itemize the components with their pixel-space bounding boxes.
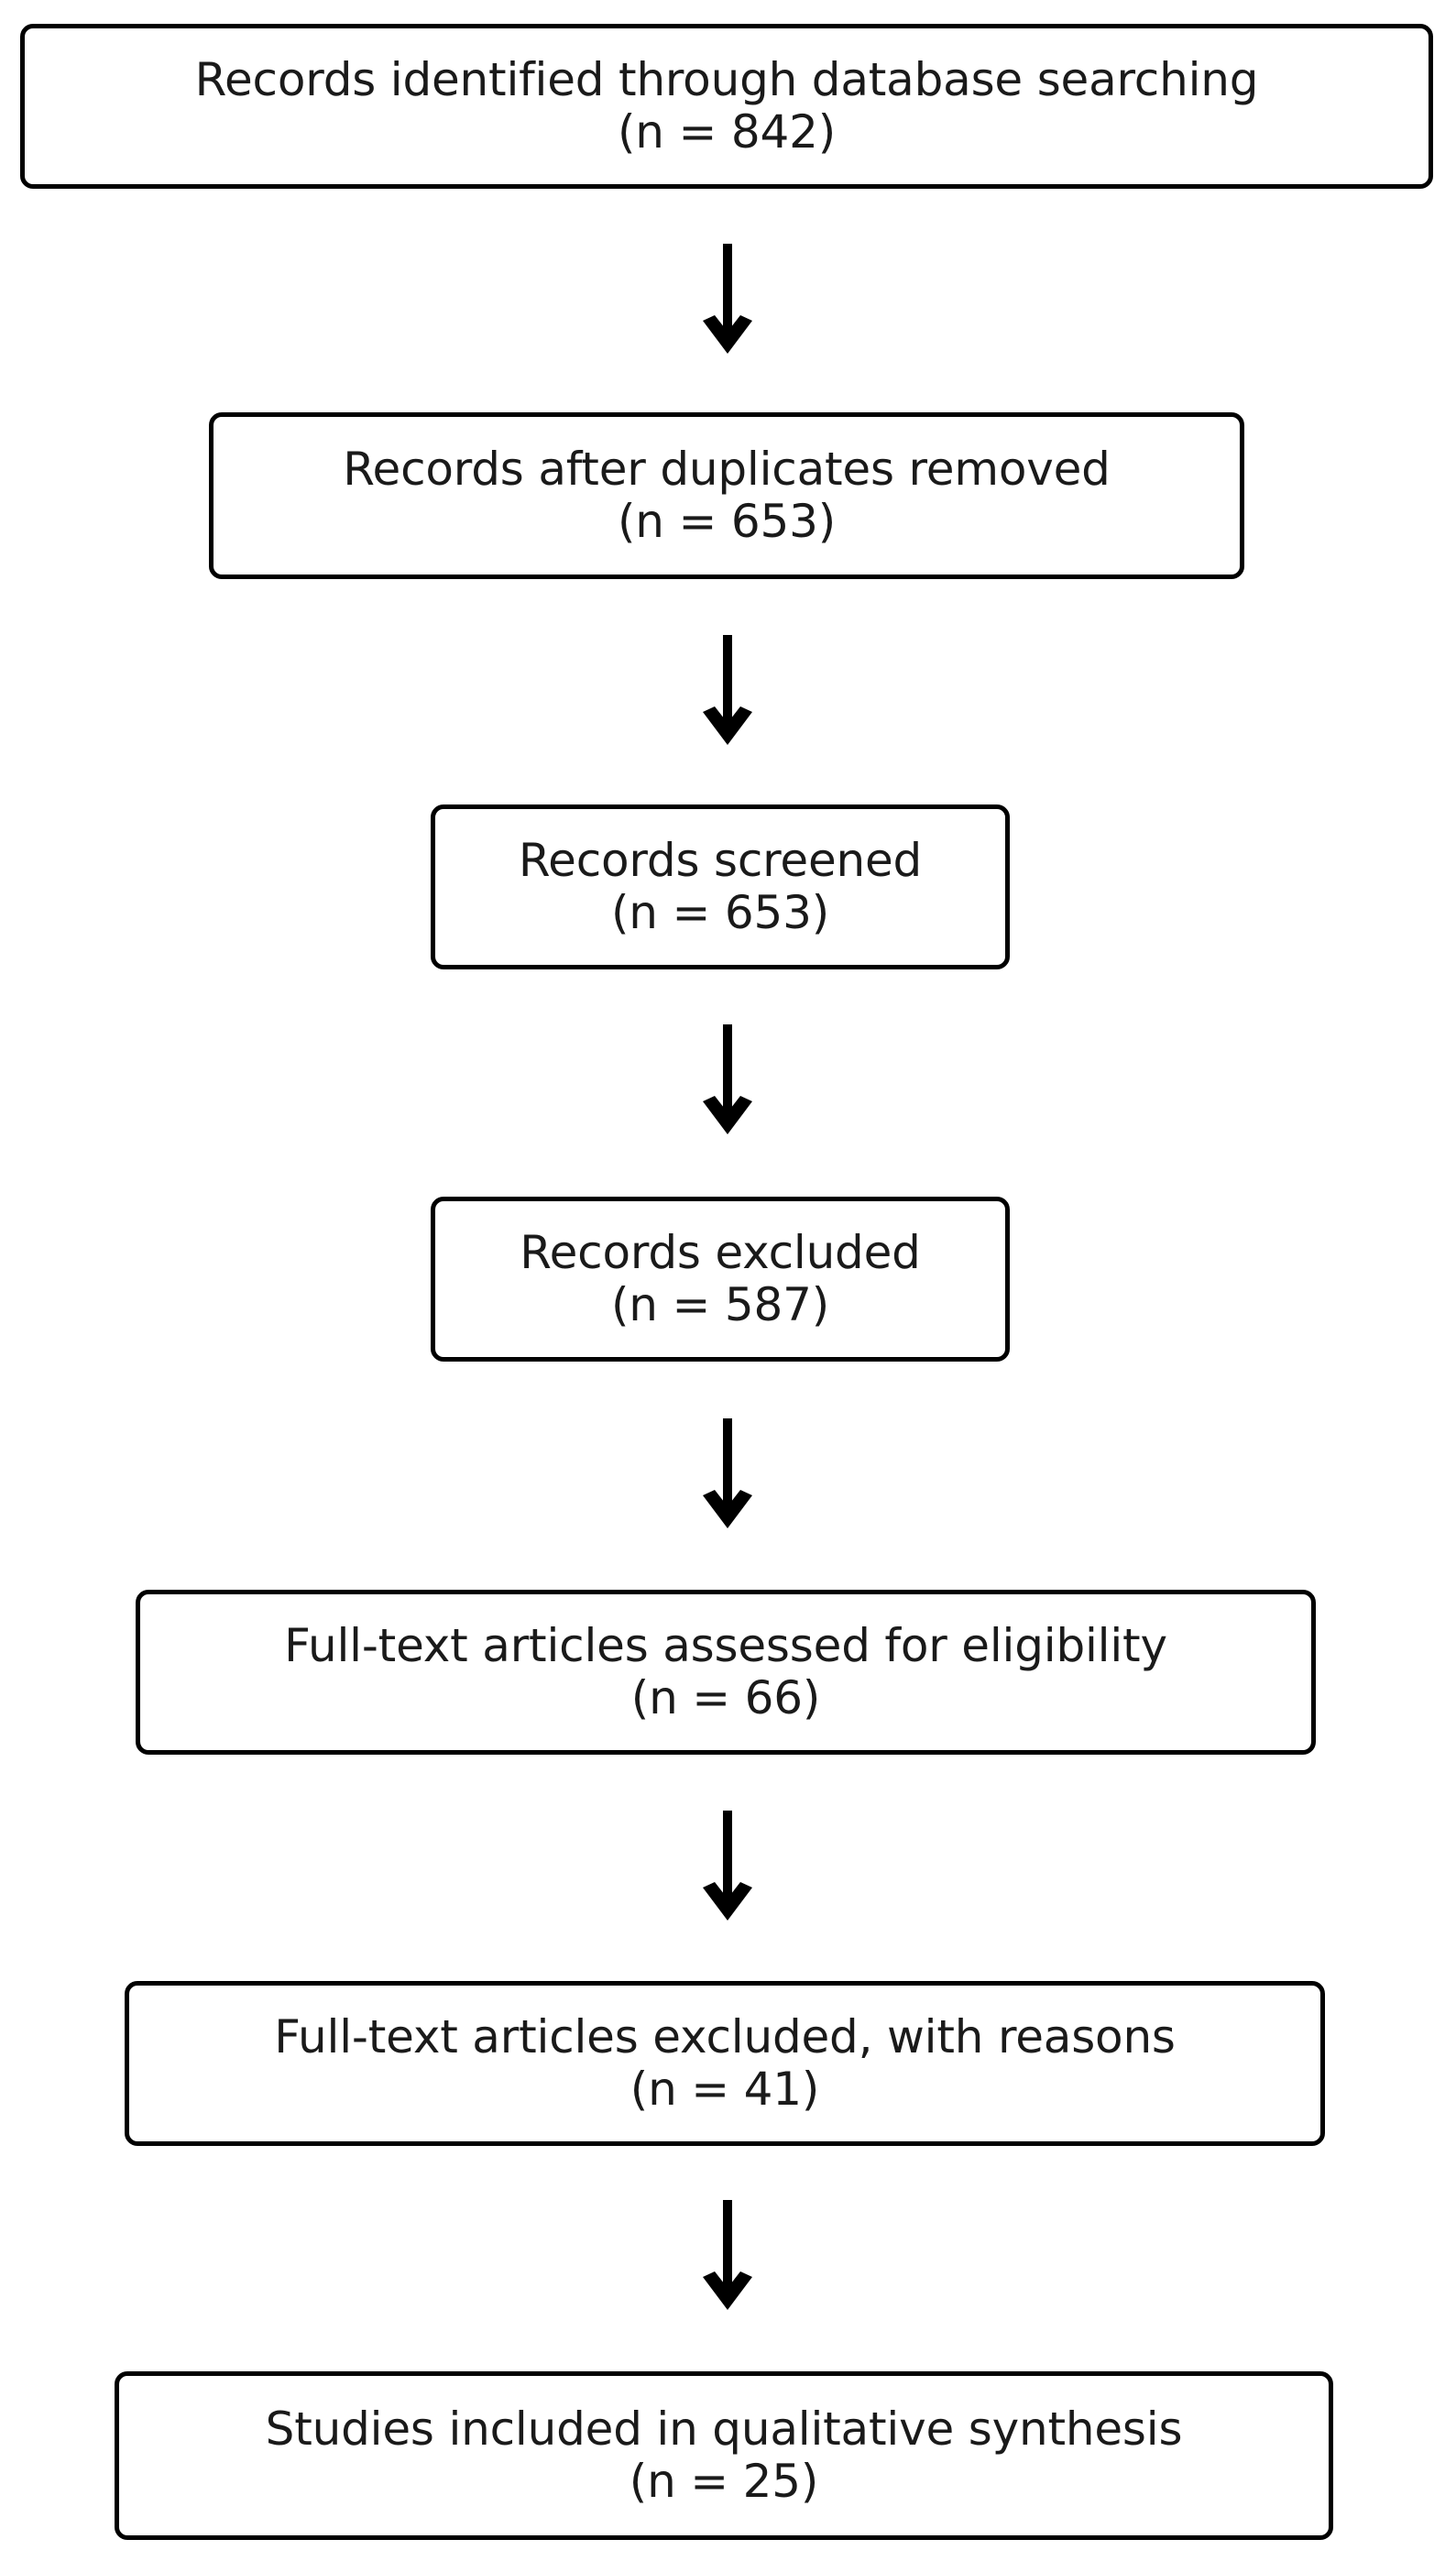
- node-fulltext-excluded-count: (n = 41): [629, 2063, 820, 2116]
- node-fulltext-excluded: Full-text articles excluded, with reason…: [125, 1981, 1325, 2146]
- arrow-excluded-to-studies-included: [699, 2200, 756, 2310]
- node-studies-included-label: Studies included in qualitative synthesi…: [265, 2402, 1183, 2456]
- down-arrow-icon: [703, 1811, 752, 1921]
- node-records-screened: Records screened (n = 653): [431, 804, 1010, 969]
- node-duplicates-removed-label: Records after duplicates removed: [343, 443, 1111, 496]
- down-arrow-icon: [703, 1418, 752, 1528]
- arrow-duplicates-to-screened: [699, 635, 756, 745]
- arrow-screened-to-excluded: [699, 1024, 756, 1134]
- node-records-excluded-label: Records excluded: [520, 1226, 921, 1279]
- node-fulltext-assessed-count: (n = 66): [630, 1671, 821, 1724]
- node-studies-included: Studies included in qualitative synthesi…: [115, 2371, 1333, 2540]
- node-records-excluded-count: (n = 587): [610, 1278, 830, 1331]
- arrow-assessed-to-fulltext-excluded: [699, 1811, 756, 1921]
- node-fulltext-assessed-label: Full-text articles assessed for eligibil…: [284, 1619, 1167, 1672]
- arrow-excluded-to-fulltext-assessed: [699, 1418, 756, 1528]
- arrow-identification-to-duplicates: [699, 244, 756, 354]
- node-fulltext-assessed: Full-text articles assessed for eligibil…: [136, 1590, 1316, 1755]
- node-identification-label: Records identified through database sear…: [194, 53, 1259, 106]
- node-duplicates-removed: Records after duplicates removed (n = 65…: [209, 412, 1244, 579]
- down-arrow-icon: [703, 2200, 752, 2310]
- node-identification: Records identified through database sear…: [20, 24, 1433, 189]
- node-identification-count: (n = 842): [617, 105, 837, 159]
- down-arrow-icon: [703, 635, 752, 745]
- node-records-excluded: Records excluded (n = 587): [431, 1197, 1010, 1362]
- down-arrow-icon: [703, 1024, 752, 1134]
- down-arrow-icon: [703, 244, 752, 354]
- node-fulltext-excluded-label: Full-text articles excluded, with reason…: [274, 2010, 1176, 2063]
- node-records-screened-label: Records screened: [518, 834, 923, 887]
- node-studies-included-count: (n = 25): [629, 2455, 819, 2508]
- node-duplicates-removed-count: (n = 653): [617, 495, 837, 548]
- node-records-screened-count: (n = 653): [610, 886, 830, 939]
